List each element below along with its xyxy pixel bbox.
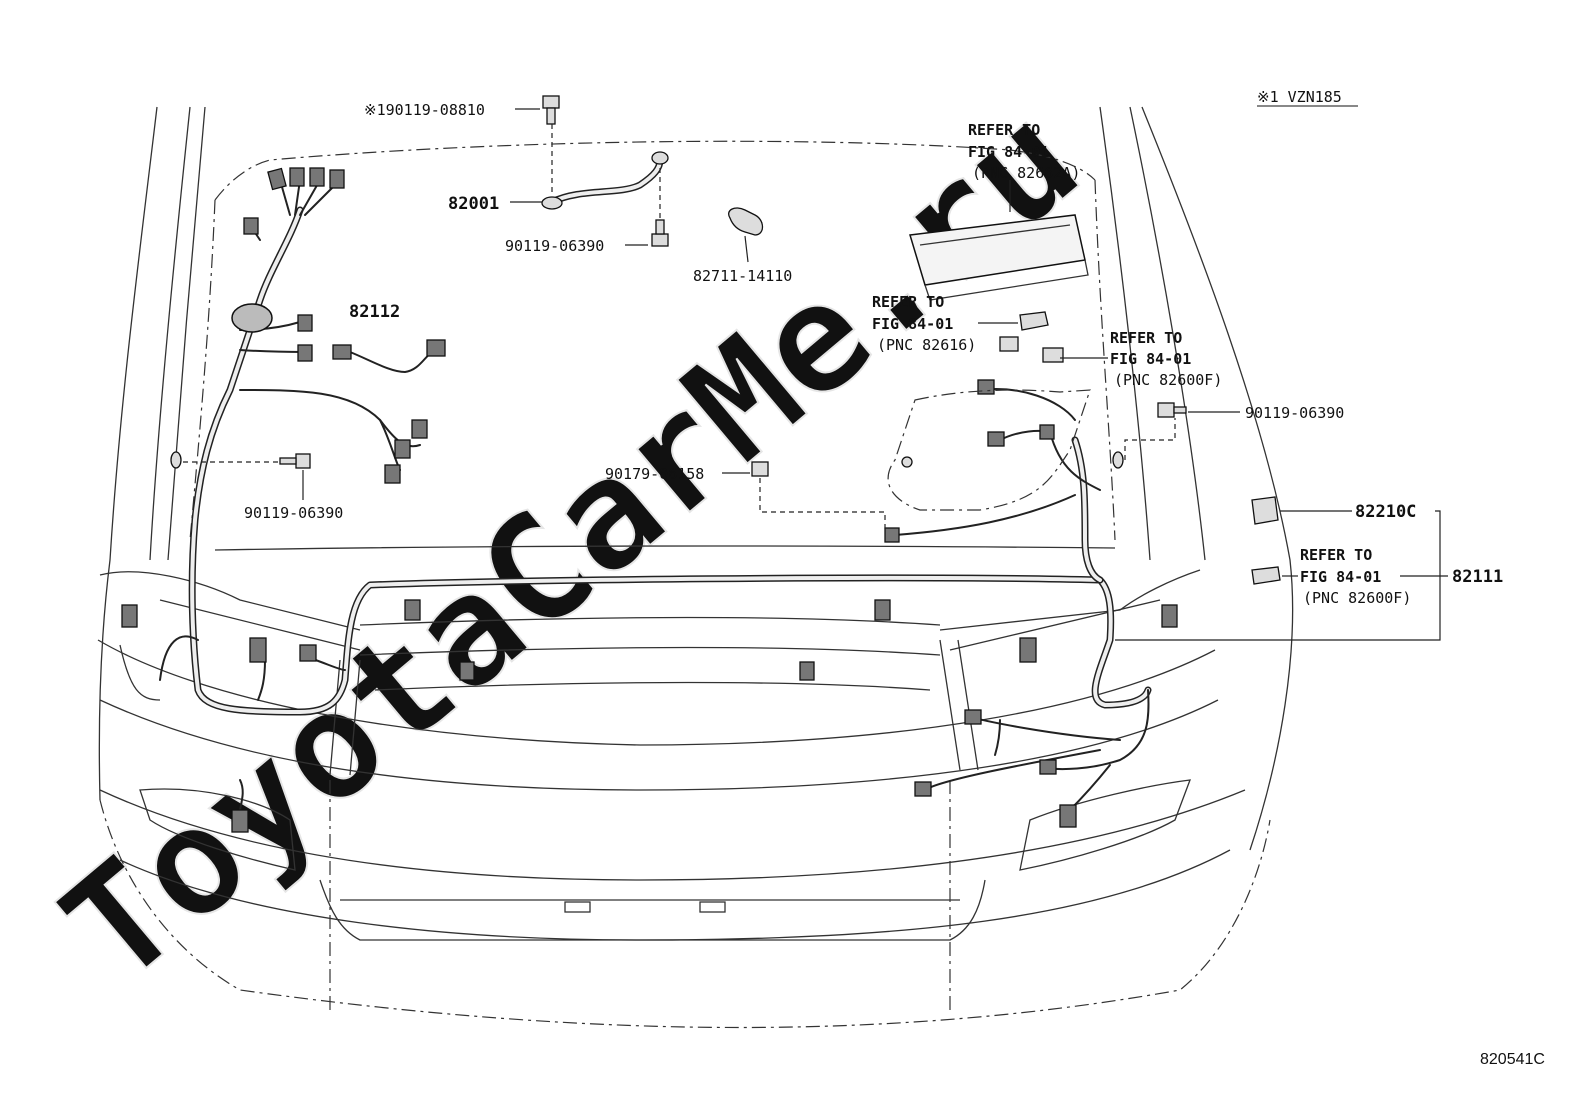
- figure-code: 820541C: [1480, 1051, 1545, 1068]
- sub-harness-82112: [332, 339, 446, 374]
- clamp-icon: [728, 207, 764, 236]
- label-nut-90179-06158: 90179-06158: [605, 465, 704, 483]
- svg-text:(PNC 82600F): (PNC 82600F): [1114, 371, 1222, 389]
- svg-text:REFER TO: REFER TO: [968, 121, 1040, 139]
- svg-text:FIG 84-01: FIG 84-01: [1300, 568, 1381, 586]
- bracket-outline: [887, 389, 1091, 511]
- label-bolt-90119-06390-right: 90119-06390: [1245, 404, 1344, 422]
- svg-text:(PNC 82600F): (PNC 82600F): [1303, 589, 1411, 607]
- relay-82600f-icon: [1251, 566, 1281, 585]
- label-82111: 82111: [1452, 567, 1503, 587]
- svg-text:FIG 84-01: FIG 84-01: [872, 315, 953, 333]
- relay-icon-right: [1042, 347, 1064, 363]
- label-clamp-82711-14110: 82711-14110: [693, 267, 792, 285]
- refer-note-relay-82600f-side: REFER TO FIG 84-01 (PNC 82600F): [1300, 546, 1411, 607]
- svg-text:REFER TO: REFER TO: [1300, 546, 1372, 564]
- svg-text:REFER TO: REFER TO: [1110, 329, 1182, 347]
- svg-text:FIG 84-01: FIG 84-01: [968, 143, 1049, 161]
- relay-82210c-icon: [1251, 496, 1279, 525]
- ground-point-right: [1112, 451, 1124, 469]
- vehicle-note: ※1 VZN185: [1257, 88, 1342, 106]
- bolt-icons: [279, 95, 1187, 477]
- svg-text:REFER TO: REFER TO: [872, 293, 944, 311]
- label-bolt-90119-06390-left: 90119-06390: [244, 504, 343, 522]
- fuse-block-icon: [909, 214, 1089, 301]
- ground-strap-82001: [541, 151, 669, 210]
- ground-point-bracket: [901, 456, 913, 468]
- harness-grommet: [231, 303, 273, 333]
- svg-text:(PNC 82662A): (PNC 82662A): [972, 164, 1080, 182]
- vehicle-body-outline: [97, 106, 1294, 1029]
- refer-note-relay-82616: REFER TO FIG 84-01 (PNC 82616): [872, 293, 976, 354]
- engine-room-harness: [159, 179, 1152, 813]
- ground-point-left: [170, 451, 182, 469]
- label-bolt-90119-08810: ※190119-08810: [364, 101, 485, 119]
- refer-note-relay-82600f: REFER TO FIG 84-01 (PNC 82600F): [1110, 329, 1222, 389]
- svg-text:FIG 84-01: FIG 84-01: [1110, 350, 1191, 368]
- leader-lines: [183, 108, 1448, 641]
- relay-icon-mid: [999, 336, 1019, 352]
- svg-text:(PNC 82616): (PNC 82616): [877, 336, 976, 354]
- label-82112: 82112: [349, 302, 400, 322]
- refer-note-fusebox: REFER TO FIG 84-01 (PNC 82662A): [968, 121, 1080, 182]
- label-82001: 82001: [448, 194, 499, 214]
- label-82210c: 82210C: [1355, 502, 1416, 522]
- relay-icon-left: [1019, 311, 1049, 331]
- label-bolt-90119-06390-mid: 90119-06390: [505, 237, 604, 255]
